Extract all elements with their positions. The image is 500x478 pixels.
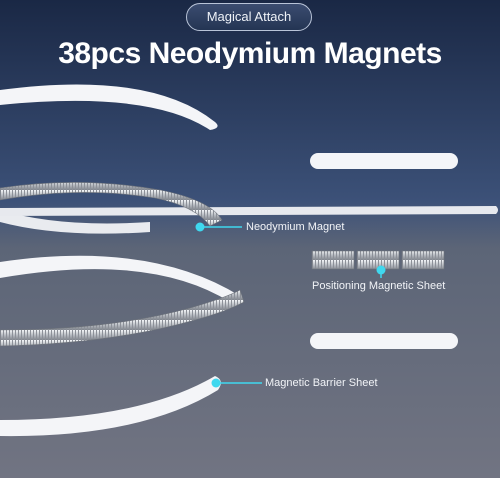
- positioning-strip-top: [310, 153, 458, 169]
- page-title: 38pcs Neodymium Magnets: [58, 37, 442, 70]
- flat-plate: [0, 206, 498, 216]
- upper-magnet-ring: [0, 182, 223, 227]
- callout-barrier: [211, 378, 262, 388]
- callout-positioning: [376, 265, 386, 278]
- middle-ring: [0, 255, 240, 302]
- neodymium-magnet-label: Neodymium Magnet: [246, 221, 345, 233]
- top-ring: [0, 84, 218, 130]
- positioning-sheet-label: Positioning Magnetic Sheet: [312, 280, 446, 292]
- top-ring-lower-arc: [0, 210, 150, 234]
- callout-neodymium: [195, 222, 242, 232]
- positioning-sheet-blocks: [311, 250, 445, 270]
- feature-badge: Magical Attach: [186, 3, 312, 31]
- barrier-sheet-label: Magnetic Barrier Sheet: [265, 377, 378, 389]
- barrier-ring: [0, 376, 221, 437]
- lower-magnet-ring: [0, 289, 245, 347]
- positioning-strip-bottom: [310, 333, 458, 349]
